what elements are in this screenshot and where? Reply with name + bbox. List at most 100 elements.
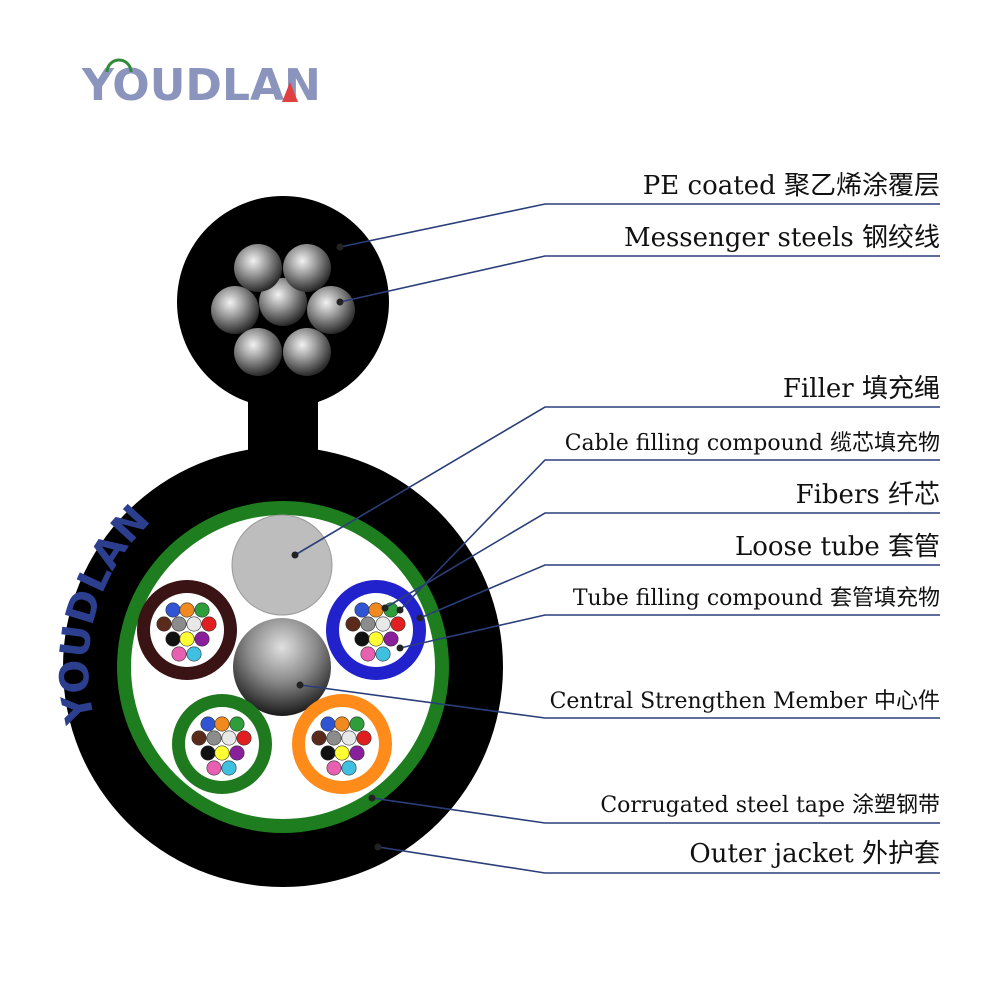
fiber	[165, 631, 181, 647]
fiber	[368, 631, 384, 647]
leader-line	[371, 797, 940, 824]
central-strength-member-shape	[233, 618, 331, 716]
fiber	[349, 745, 365, 761]
fiber	[349, 716, 365, 732]
label-pe-coated: PE coated 聚乙烯涂覆层	[643, 171, 940, 201]
leader-dot	[368, 794, 376, 802]
callout-tube-filling-compound: Tube filling compound 套管填充物	[396, 586, 940, 652]
fiber	[179, 631, 195, 647]
fiber	[360, 616, 376, 632]
fiber	[200, 716, 216, 732]
fiber	[360, 646, 376, 662]
callout-messenger-steels: Messenger steels 钢绞线	[336, 223, 940, 306]
fiber	[375, 616, 391, 632]
label-central-strength-member: Central Strengthen Member 中心件	[550, 689, 940, 714]
leader-line	[399, 459, 940, 611]
callout-filler: Filler 填充绳	[291, 374, 940, 559]
fiber	[214, 745, 230, 761]
fiber	[165, 602, 181, 618]
steel-wire	[259, 278, 307, 326]
steel-wire	[307, 286, 355, 334]
fiber	[214, 716, 230, 732]
fiber	[186, 646, 202, 662]
fiber	[326, 730, 342, 746]
leader-dot	[336, 298, 344, 306]
messenger-steel-wires	[211, 244, 355, 376]
leader-dot	[396, 644, 404, 652]
callout-central-strength-member: Central Strengthen Member 中心件	[296, 681, 940, 719]
fiber	[179, 602, 195, 618]
callout-labels: PE coated 聚乙烯涂覆层 Messenger steels 钢绞线 Fill…	[291, 171, 940, 874]
fiber	[229, 716, 245, 732]
steel-wire	[234, 244, 282, 292]
fiber	[229, 745, 245, 761]
leader-line	[384, 512, 940, 609]
leader-dot	[416, 614, 424, 622]
messenger-section	[177, 196, 389, 480]
fiber	[326, 760, 342, 776]
fiber	[345, 616, 361, 632]
callout-pe-coated: PE coated 聚乙烯涂覆层	[336, 171, 940, 251]
cable-body: YOUDLAN	[52, 447, 503, 887]
fiber	[368, 602, 384, 618]
fiber	[206, 730, 222, 746]
leader-dot	[396, 606, 404, 614]
label-cable-filling-compound: Cable filling compound 缆芯填充物	[565, 431, 940, 456]
fiber	[356, 730, 372, 746]
fiber	[311, 730, 327, 746]
loose-tube	[326, 580, 426, 680]
loose-tube	[172, 694, 272, 794]
filler-shape	[231, 514, 333, 616]
fiber	[156, 616, 172, 632]
callout-cable-filling-compound: Cable filling compound 缆芯填充物	[396, 431, 940, 614]
fiber	[206, 760, 222, 776]
leader-dot	[296, 681, 304, 689]
steel-wire	[234, 328, 282, 376]
leader-dot	[336, 243, 344, 251]
label-filler: Filler 填充绳	[783, 374, 940, 404]
fiber	[334, 745, 350, 761]
loose-tube	[137, 580, 237, 680]
fiber	[341, 730, 357, 746]
label-outer-jacket: Outer jacket 外护套	[689, 839, 940, 869]
leader-dot	[291, 551, 299, 559]
callout-fibers: Fibers 纤芯	[381, 480, 940, 612]
label-fibers: Fibers 纤芯	[796, 480, 940, 510]
steel-wire	[283, 244, 331, 292]
fiber	[171, 616, 187, 632]
leader-dot	[374, 843, 382, 851]
label-messenger-steels: Messenger steels 钢绞线	[624, 223, 940, 253]
fiber	[341, 760, 357, 776]
fiber	[221, 760, 237, 776]
fiber	[200, 745, 216, 761]
leader-line	[294, 406, 940, 556]
fiber	[390, 616, 406, 632]
fiber	[375, 646, 391, 662]
fiber	[194, 602, 210, 618]
fiber	[383, 631, 399, 647]
steel-wire	[211, 286, 259, 334]
fiber	[171, 646, 187, 662]
leader-line	[419, 564, 940, 619]
leader-line	[339, 255, 940, 303]
logo-text: YOUDLAN	[81, 60, 321, 111]
fiber	[191, 730, 207, 746]
callout-loose-tube: Loose tube 套管	[416, 532, 940, 622]
label-loose-tube: Loose tube 套管	[735, 532, 940, 562]
loose-tubes	[137, 580, 426, 794]
loose-tube	[292, 694, 392, 794]
fiber	[201, 616, 217, 632]
callout-corrugated-steel-tape: Corrugated steel tape 涂塑钢带	[368, 793, 940, 824]
leader-line	[299, 684, 940, 719]
fiber	[221, 730, 237, 746]
leader-line	[339, 203, 940, 248]
fiber	[320, 745, 336, 761]
label-corrugated-steel-tape: Corrugated steel tape 涂塑钢带	[600, 793, 940, 818]
brand-logo: YOUDLAN	[81, 58, 321, 111]
fiber	[194, 631, 210, 647]
callout-outer-jacket: Outer jacket 外护套	[374, 839, 940, 874]
leader-line	[399, 614, 940, 649]
fiber	[354, 602, 370, 618]
leader-dot	[381, 604, 389, 612]
